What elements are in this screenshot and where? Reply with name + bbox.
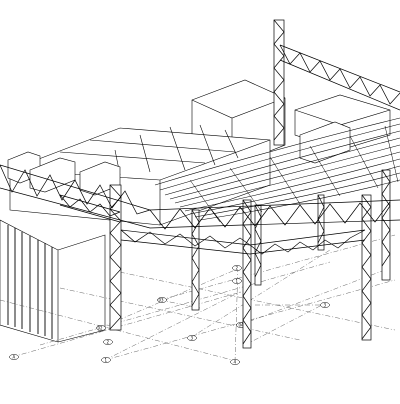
grid-label: 02	[98, 326, 104, 331]
grid-bubble	[232, 278, 242, 284]
grid-label: 3	[191, 336, 194, 341]
truss-left-diagonal	[59, 194, 121, 223]
grid-label: 1	[236, 279, 239, 284]
column-front-middle	[242, 199, 252, 349]
grid-bubble	[232, 265, 242, 271]
grid-bubble	[9, 354, 19, 360]
column-rear-tall	[273, 19, 285, 146]
grid-label: 1	[105, 358, 108, 363]
column-front-right	[361, 194, 372, 341]
grid-bubble	[96, 325, 106, 331]
grid-bubble	[230, 359, 240, 365]
grid-label: 04	[239, 323, 245, 328]
grid-bubble	[157, 297, 167, 303]
truss-left-long	[0, 164, 400, 230]
roof-purlins	[154, 117, 400, 221]
trusses	[0, 44, 400, 255]
column-right-edge	[381, 169, 391, 281]
grid-bubble	[187, 335, 197, 341]
grid-labels: A 1 2 3 4 02 03 04 1 2 3	[13, 266, 327, 365]
grid-label: 03	[159, 298, 165, 303]
grid-label: 3	[324, 303, 327, 308]
truss-rear-top	[279, 44, 400, 111]
grid-bubble	[103, 339, 113, 345]
grid-label: 2	[236, 266, 239, 271]
grid-label: A	[13, 355, 16, 360]
grid-bubble	[320, 302, 330, 308]
grid-label: 4	[234, 360, 237, 365]
grid-bubble	[101, 357, 111, 363]
grid-label: 2	[107, 340, 110, 345]
column-inner-2	[254, 204, 262, 286]
roof-cross-members	[189, 125, 399, 223]
truss-front-lower	[120, 229, 366, 255]
